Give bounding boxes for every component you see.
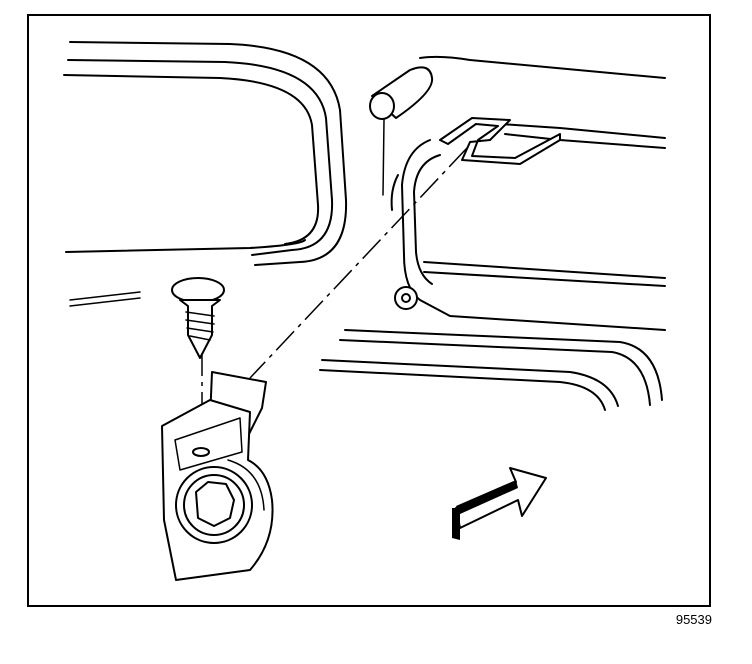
lower-panel-outline (319, 329, 663, 411)
retainer-pin (369, 66, 434, 196)
forward-direction-arrow-icon (452, 467, 547, 540)
figure-number: 95539 (675, 612, 712, 627)
diagram-frame (27, 14, 711, 607)
eyelet (394, 286, 418, 310)
latch-bracket (161, 371, 274, 581)
window-opening-outline (63, 41, 348, 307)
mounting-screw (171, 277, 225, 359)
alignment-line-upper (249, 147, 468, 379)
slot-bracket (390, 117, 666, 331)
